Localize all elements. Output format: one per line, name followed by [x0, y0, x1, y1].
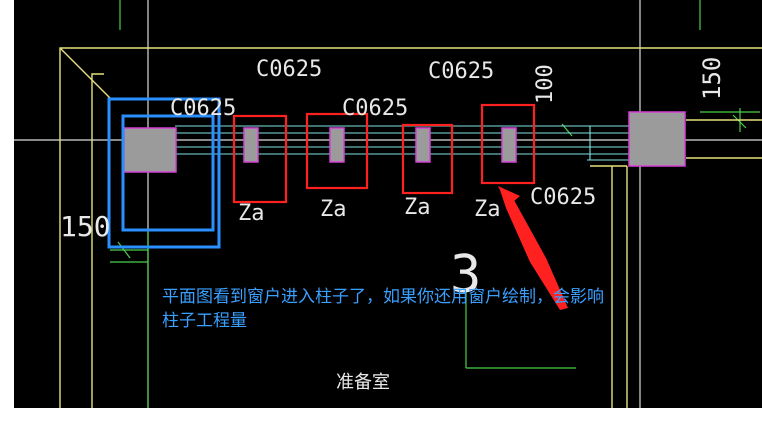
- blue-highlights: [107, 97, 221, 249]
- wall-outline: [59, 47, 762, 408]
- dimension-label: 100: [533, 64, 558, 104]
- window-code-label: C0625: [170, 96, 236, 121]
- window-code-label: C0625: [530, 185, 596, 210]
- window-code-label: C0625: [342, 96, 408, 121]
- column-left: [123, 127, 177, 173]
- dimension-label: 150: [698, 57, 726, 100]
- annotation-line-1: 平面图看到窗户进入柱子了，如果你还用窗户绘制，会影响: [162, 287, 604, 307]
- dimension-guides: [110, 0, 760, 408]
- za-label: Za: [238, 201, 265, 226]
- structural-columns[interactable]: [123, 111, 686, 173]
- small-column-3: [415, 127, 431, 163]
- window-code-label: C0625: [428, 59, 494, 84]
- room-number: 3: [450, 245, 481, 305]
- small-column-2: [329, 127, 345, 163]
- drawing-background: [14, 0, 762, 408]
- annotation-line-2: 柱子工程量: [162, 311, 247, 331]
- room-name: 准备室: [336, 372, 390, 393]
- cad-labels: C0625 C0625 C0625 C0625 C0625 Za Za Za Z…: [60, 57, 726, 393]
- window-code-label: C0625: [256, 57, 322, 82]
- dimension-label: 150: [60, 210, 111, 243]
- red-arrow-icon: [498, 186, 568, 310]
- small-column-1: [243, 127, 259, 163]
- za-label: Za: [404, 195, 431, 220]
- small-column-4: [501, 127, 517, 163]
- annotation-text: 平面图看到窗户进入柱子了，如果你还用窗户绘制，会影响 柱子工程量: [162, 285, 742, 333]
- za-label: Za: [320, 197, 347, 222]
- red-highlights: [232, 103, 536, 204]
- column-right: [628, 111, 686, 167]
- za-label: Za: [474, 197, 501, 222]
